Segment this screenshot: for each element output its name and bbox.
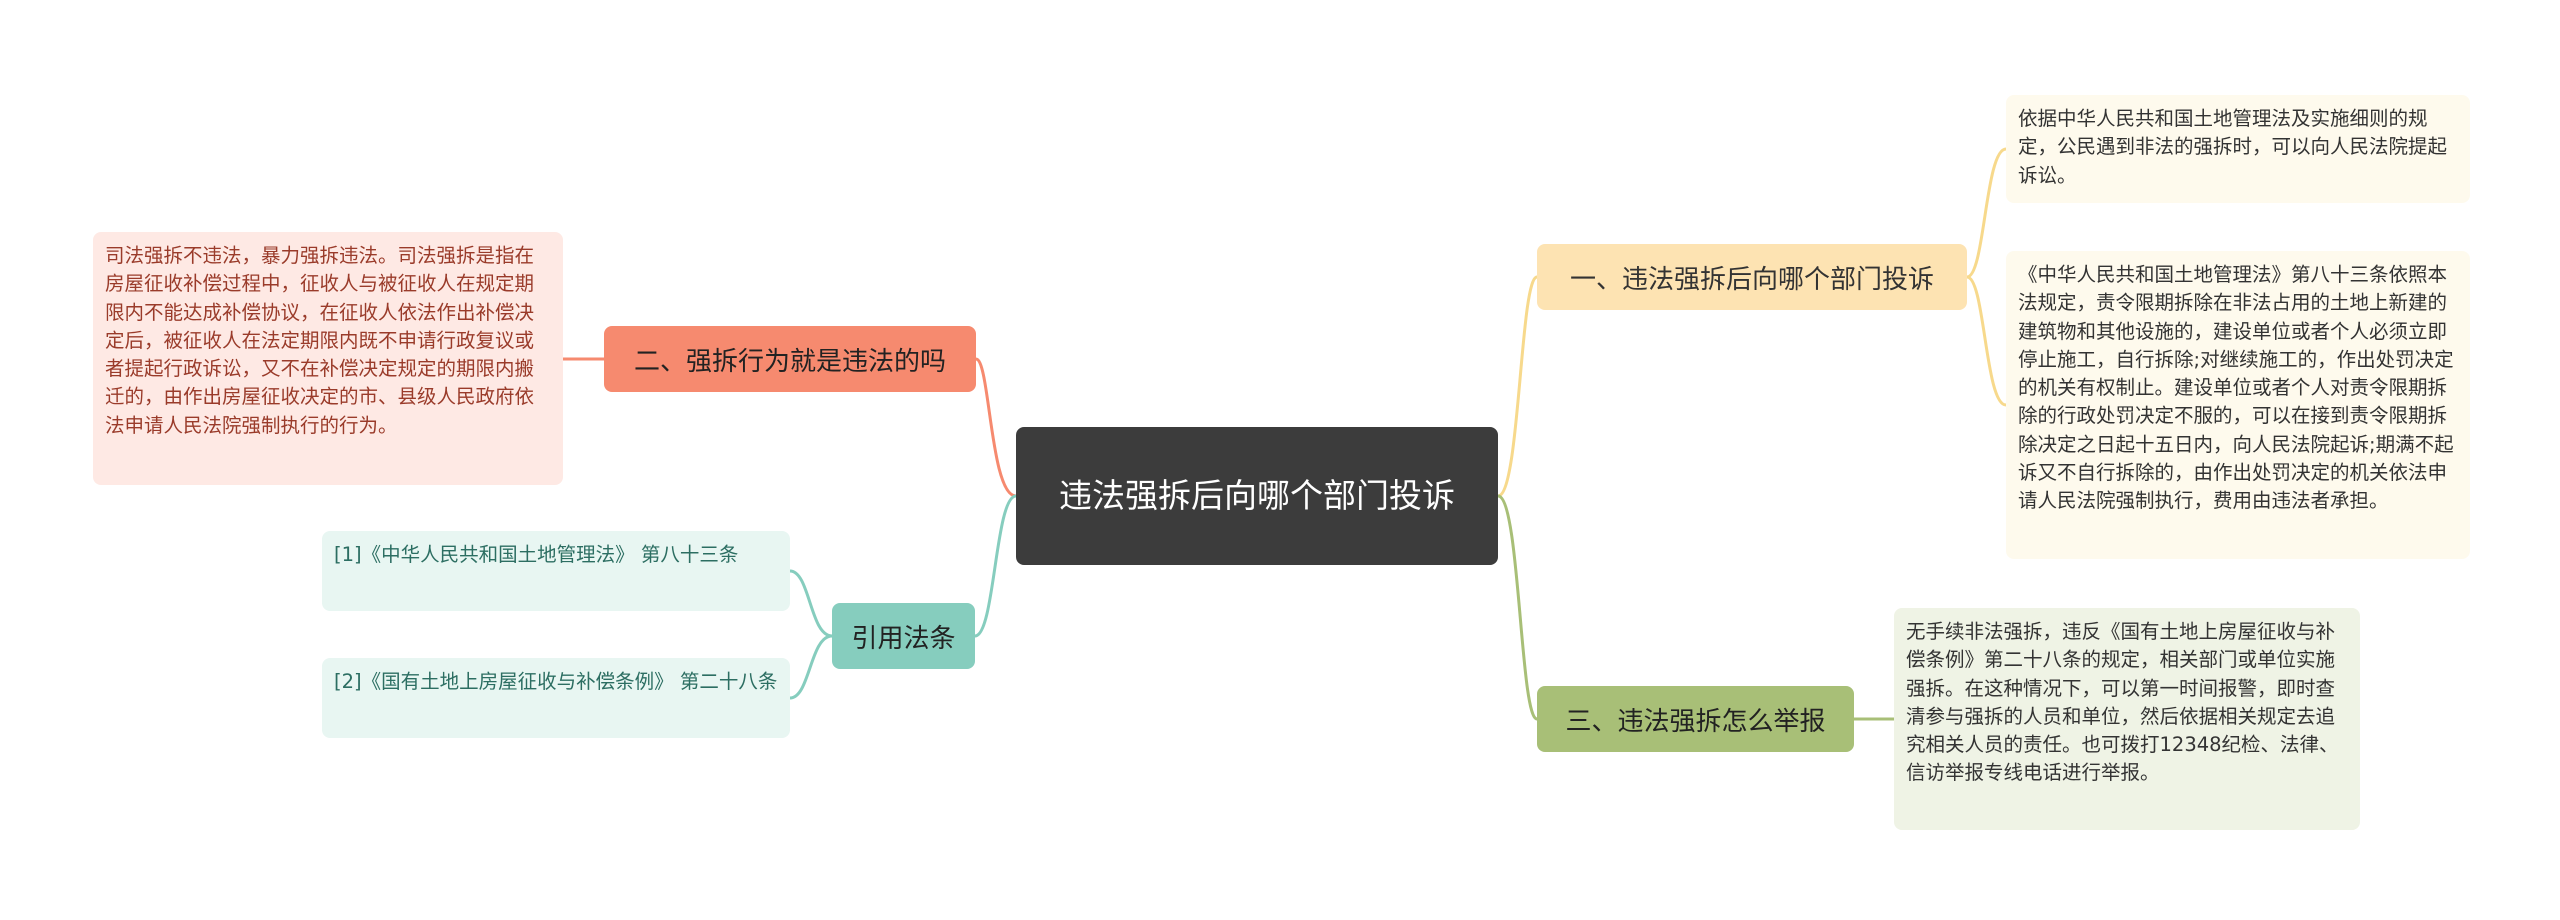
branch-topic-3-label: 三、违法强拆怎么举报 — [1565, 706, 1826, 737]
link-branch-1-leaf-1 — [1966, 147, 2007, 279]
leaf-topic-1-2-text: 《中华人民共和国土地管理法》第八十三条依照本法规定，责令限期拆除在非法占用的土地… — [2018, 263, 2454, 513]
leaf-citation-2[interactable]: [2]《国有土地上房屋征收与补偿条例》 第二十八条 — [322, 658, 790, 738]
branch-topic-3[interactable]: 三、违法强拆怎么举报 — [1537, 686, 1854, 752]
branch-topic-1-label: 一、违法强拆后向哪个部门投诉 — [1569, 264, 1934, 295]
root-topic[interactable]: 违法强拆后向哪个部门投诉 — [1016, 427, 1498, 565]
link-root-branch-cite — [974, 494, 1017, 638]
root-topic-label: 违法强拆后向哪个部门投诉 — [1059, 476, 1455, 515]
branch-topic-2[interactable]: 二、强拆行为就是违法的吗 — [604, 326, 976, 392]
link-branch-cite-leaf-2 — [789, 634, 833, 700]
leaf-citation-1[interactable]: [1]《中华人民共和国土地管理法》 第八十三条 — [322, 531, 790, 611]
link-branch-cite-leaf-1 — [789, 569, 833, 638]
branch-topic-citations[interactable]: 引用法条 — [832, 603, 975, 669]
link-branch-1-leaf-2 — [1966, 275, 2007, 407]
leaf-topic-2-1[interactable]: 司法强拆不违法，暴力强拆违法。司法强拆是指在房屋征收补偿过程中，征收人与被征收人… — [93, 232, 563, 485]
branch-topic-citations-label: 引用法条 — [851, 623, 956, 654]
leaf-topic-2-1-text: 司法强拆不违法，暴力强拆违法。司法强拆是指在房屋征收补偿过程中，征收人与被征收人… — [105, 244, 535, 437]
leaf-topic-1-1[interactable]: 依据中华人民共和国土地管理法及实施细则的规定，公民遇到非法的强拆时，可以向人民法… — [2006, 95, 2470, 203]
branch-topic-2-label: 二、强拆行为就是违法的吗 — [633, 346, 946, 377]
branch-topic-1[interactable]: 一、违法强拆后向哪个部门投诉 — [1537, 244, 1967, 310]
leaf-topic-3-1[interactable]: 无手续非法强拆，违反《国有土地上房屋征收与补偿条例》第二十八条的规定，相关部门或… — [1894, 608, 2360, 830]
leaf-topic-1-1-text: 依据中华人民共和国土地管理法及实施细则的规定，公民遇到非法的强拆时，可以向人民法… — [2018, 107, 2448, 187]
link-root-branch-1 — [1497, 275, 1539, 498]
link-root-branch-2 — [975, 357, 1017, 498]
link-root-branch-3 — [1497, 494, 1539, 721]
leaf-citation-1-text: [1]《中华人民共和国土地管理法》 第八十三条 — [334, 543, 739, 566]
leaf-citation-2-text: [2]《国有土地上房屋征收与补偿条例》 第二十八条 — [334, 670, 778, 693]
leaf-topic-1-2[interactable]: 《中华人民共和国土地管理法》第八十三条依照本法规定，责令限期拆除在非法占用的土地… — [2006, 251, 2470, 559]
leaf-topic-3-1-text: 无手续非法强拆，违反《国有土地上房屋征收与补偿条例》第二十八条的规定，相关部门或… — [1906, 620, 2339, 785]
